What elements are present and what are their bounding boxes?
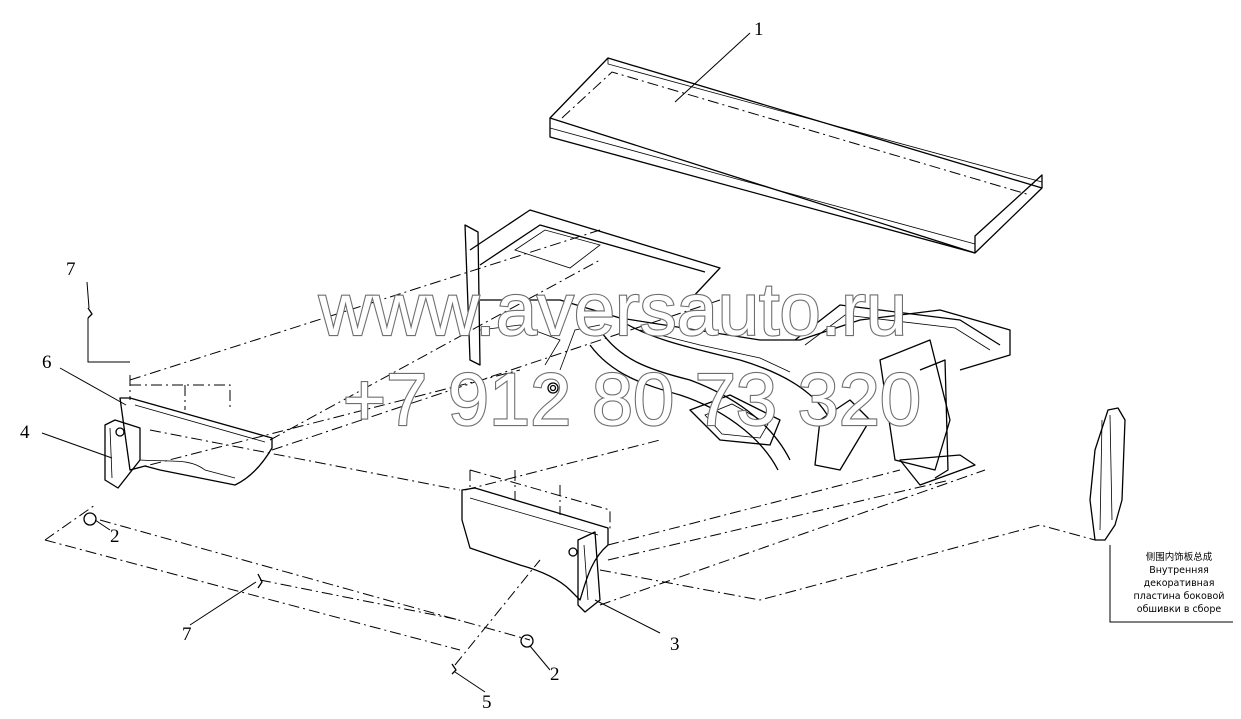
part-1-mattress [549, 57, 1043, 254]
part-4-left-trim-panel [104, 397, 273, 489]
side-note-line-1: Внутренняя [1149, 565, 1209, 576]
part-3-center-trim-panel [461, 487, 609, 613]
callout-1: 1 [754, 19, 764, 40]
side-note-chinese: 侧围内饰板总成 [1146, 551, 1213, 563]
side-note-line-3: пластина боковой [1134, 591, 1225, 602]
fasteners [83, 307, 578, 675]
side-note: 侧围内饰板总成 Внутренняя декоративная пластина… [1134, 551, 1225, 615]
callout-6: 6 [42, 352, 52, 373]
watermark-url: www.aversauto.ru [318, 268, 907, 351]
leader-lines [41, 32, 1233, 693]
callout-5: 5 [482, 692, 492, 713]
floor-frame [464, 209, 1011, 486]
side-trim-panel-right [1089, 407, 1126, 541]
watermark-phone: +7 912 80 73 320 [343, 358, 921, 441]
callout-2-left: 2 [110, 526, 120, 547]
callout-3: 3 [670, 634, 680, 655]
side-note-line-4: обшивки в сборе [1137, 604, 1222, 615]
side-note-line-2: декоративная [1144, 578, 1215, 589]
callout-2-right: 2 [550, 664, 560, 685]
callout-4: 4 [20, 422, 30, 443]
assembly-lines [44, 229, 1096, 666]
callout-7-bottom: 7 [182, 624, 192, 645]
callout-7-top: 7 [66, 259, 76, 280]
